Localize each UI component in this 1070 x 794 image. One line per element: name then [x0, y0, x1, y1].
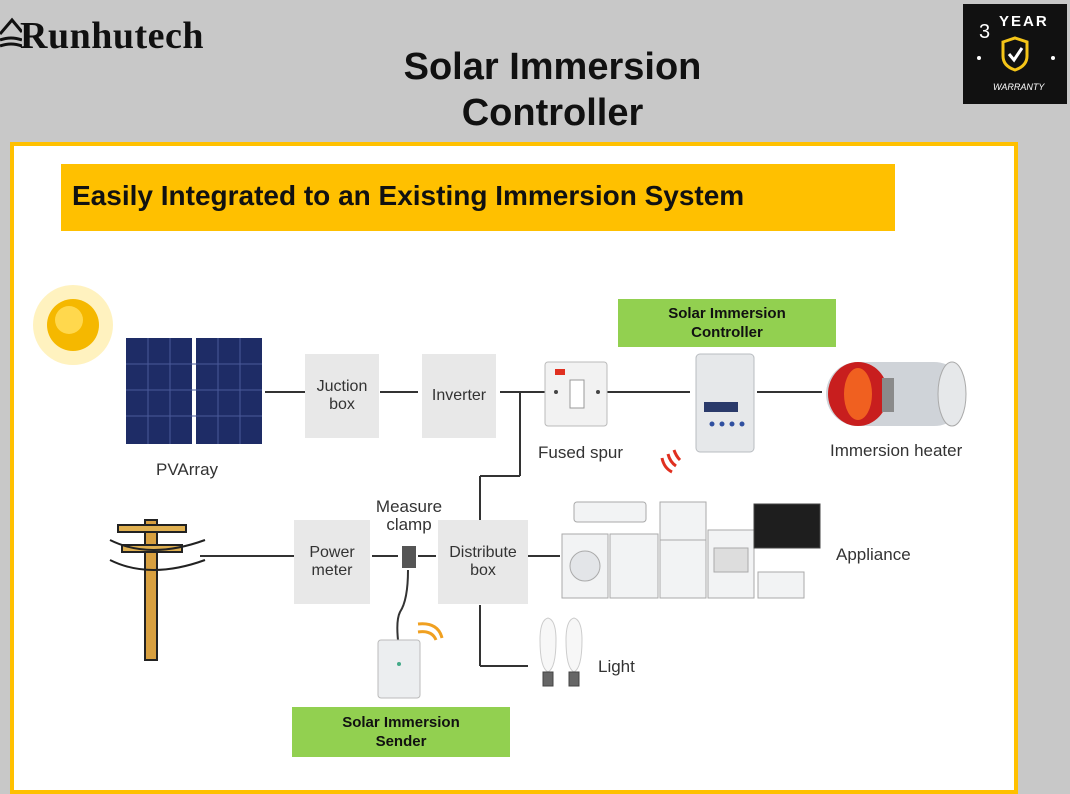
appliance-label: Appliance: [836, 545, 911, 564]
sender-tag-line-2: Sender: [375, 733, 427, 750]
title-line-1: Solar Immersion: [403, 46, 702, 88]
controller-tag-line-1: Solar Immersion: [668, 305, 786, 322]
connection-lines: [200, 391, 822, 667]
appliance-group-icon: [561, 501, 821, 599]
distribute-box-label-2: box: [470, 562, 496, 579]
power-meter-label-1: Power: [309, 544, 355, 561]
sun-icon: [33, 285, 113, 365]
distribute-box-label-1: Distribute: [449, 544, 517, 561]
warranty-badge: 3 YEAR WARRANTY: [963, 4, 1067, 104]
junction-box-label-1: Juction: [316, 378, 368, 395]
page-title: Solar Immersion Controller: [350, 44, 755, 136]
solar-panel-icon: [126, 338, 262, 444]
measure-clamp-icon: [402, 546, 416, 568]
distribute-box: Distribute box: [438, 520, 528, 604]
wireless-signal-icon: [660, 449, 682, 474]
inverter-box: Inverter: [422, 354, 496, 438]
measure-clamp-label-1: Measure: [375, 497, 443, 516]
pv-array-label: PVArray: [156, 460, 219, 479]
sender-tag-line-1: Solar Immersion: [342, 714, 460, 731]
inverter-label: Inverter: [431, 387, 487, 404]
banner: [61, 164, 895, 231]
warranty-seal-icon: 3 YEAR WARRANTY: [977, 13, 1055, 92]
fused-spur-icon: [544, 361, 608, 427]
warranty-number: 3: [979, 21, 990, 43]
sender-device-icon: [377, 639, 421, 699]
power-meter-label-2: meter: [311, 562, 353, 579]
immersion-heater-label: Immersion heater: [830, 441, 963, 460]
controller-tag: Solar Immersion Controller: [618, 299, 836, 347]
immersion-heater-icon: [826, 361, 967, 427]
junction-box-label-2: box: [329, 396, 355, 413]
measure-clamp-label: Measure clamp: [372, 498, 446, 534]
utility-pole-icon: [109, 519, 206, 661]
brand-name: Runhutech: [20, 15, 204, 57]
warranty-caption: WARRANTY: [993, 82, 1045, 92]
sender-tag: Solar Immersion Sender: [292, 707, 510, 757]
controller-tag-line-2: Controller: [691, 324, 763, 341]
wireless-sender-icon: [417, 622, 444, 641]
power-meter-box: Power meter: [294, 520, 370, 604]
controller-device-icon: [695, 353, 755, 453]
diagram-frame: [10, 142, 1018, 794]
junction-box: Juction box: [305, 354, 379, 438]
light-bulb-icon: [539, 617, 583, 687]
banner-text: Easily Integrated to an Existing Immersi…: [72, 180, 745, 211]
logo: [0, 12, 24, 52]
warranty-word: YEAR: [999, 13, 1049, 30]
fused-spur-label: Fused spur: [538, 443, 624, 462]
title-line-2: Controller: [461, 92, 644, 134]
logo-wave-icon: [0, 17, 24, 48]
light-label: Light: [598, 657, 635, 676]
measure-clamp-label-2: clamp: [386, 515, 432, 534]
